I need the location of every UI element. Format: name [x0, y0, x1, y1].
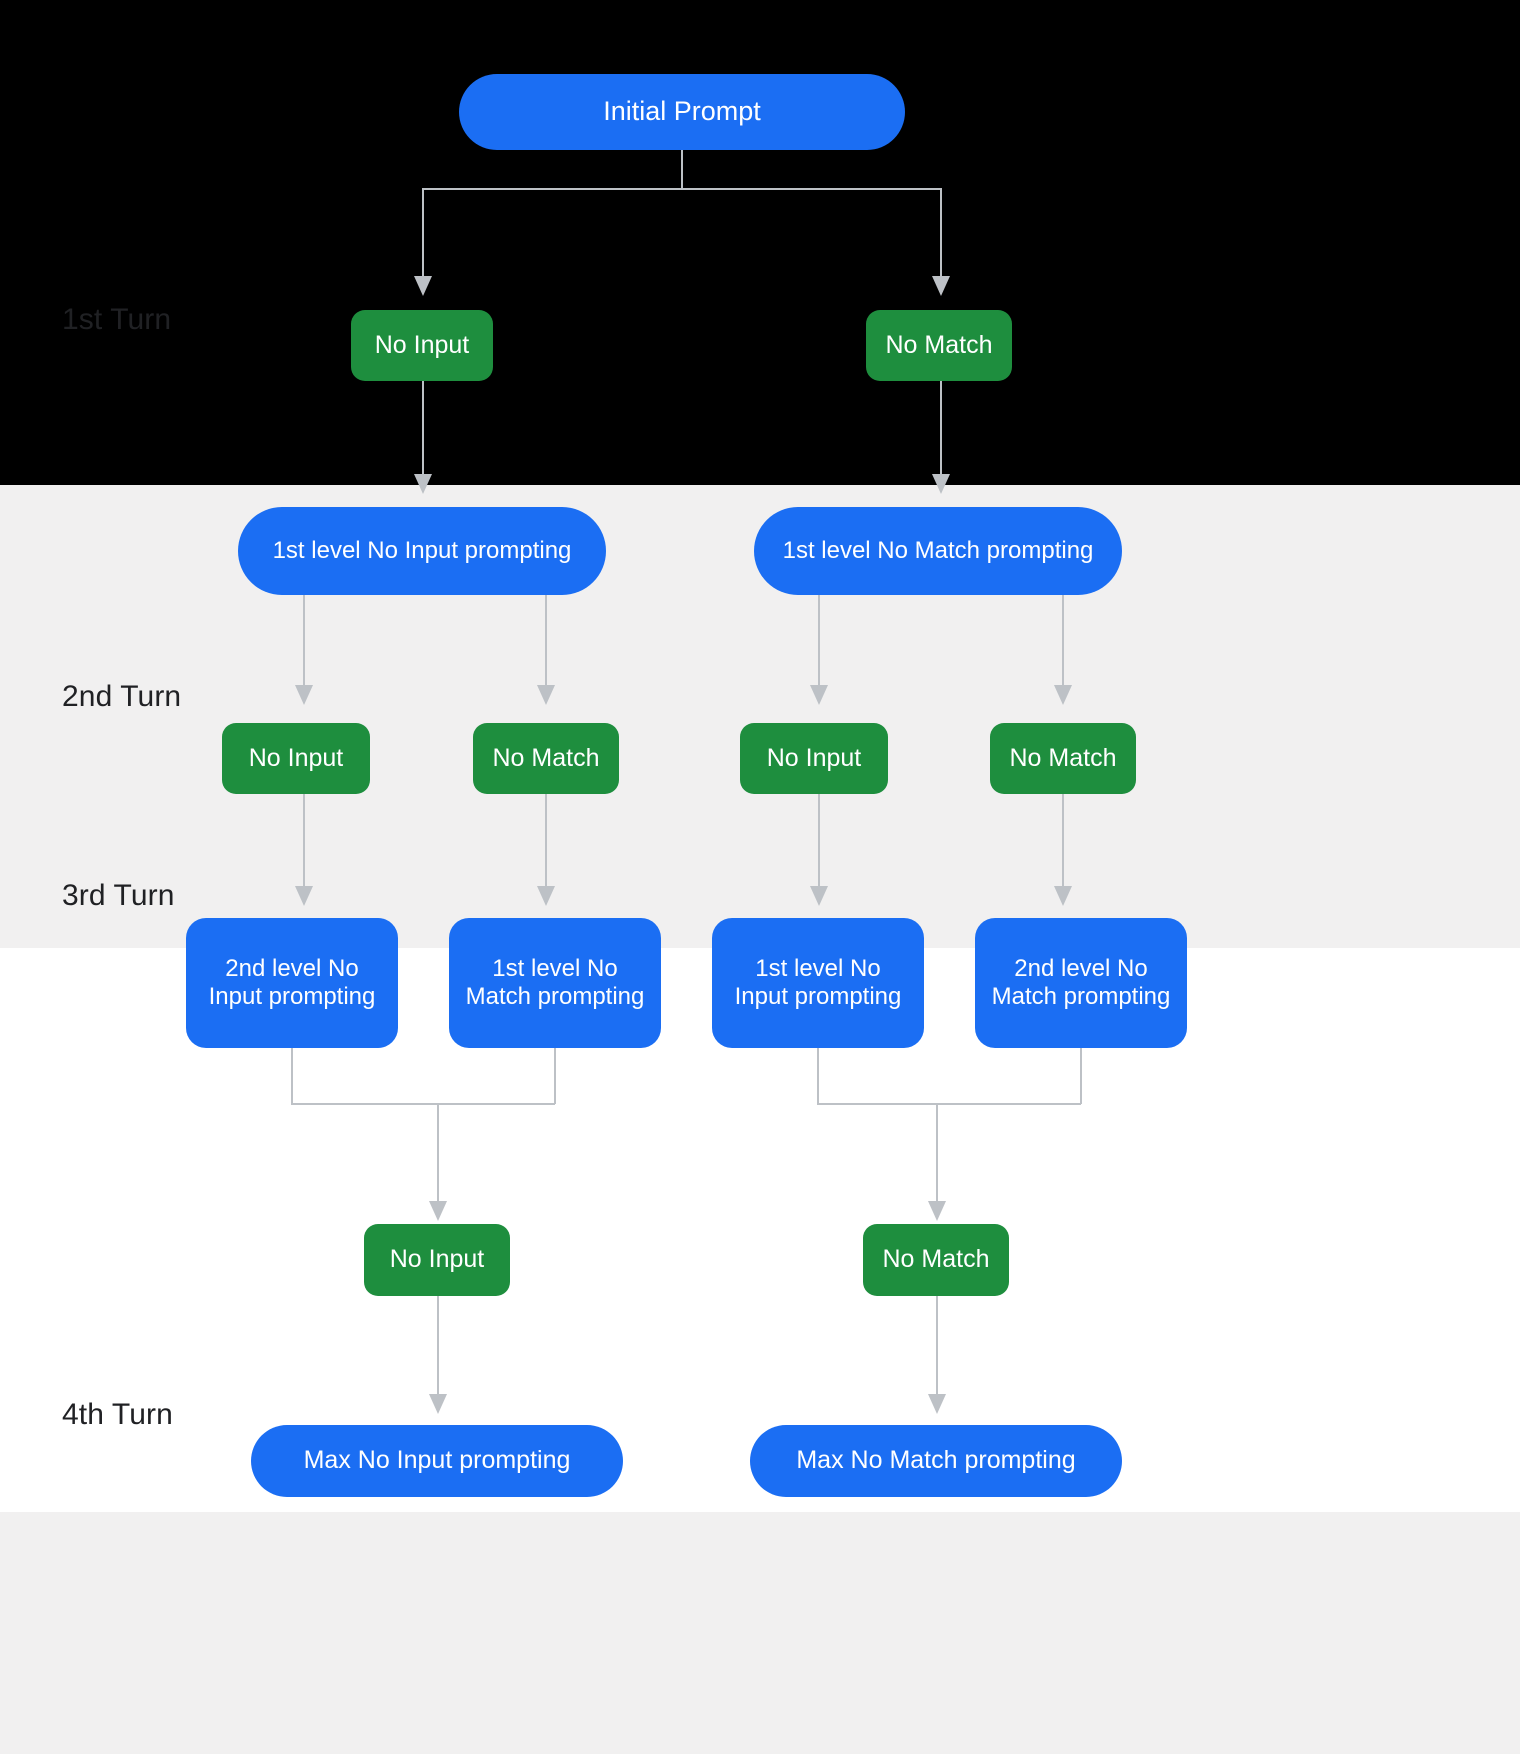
band-label-2nd-turn: 2nd Turn	[62, 680, 182, 713]
band-label-4th-turn: 4th Turn	[62, 1398, 173, 1431]
connector-t3-no-input-down	[437, 1296, 439, 1396]
node-t3-prompt-1st-no-match[interactable]: 1st level No Match prompting	[449, 918, 661, 1048]
connector-initial-bus	[422, 188, 942, 190]
node-t3-no-match[interactable]: No Match	[863, 1224, 1009, 1296]
node-t2-no-input-a[interactable]: No Input	[222, 723, 370, 794]
connector-merge-right-drop	[936, 1103, 938, 1203]
band-label-3rd-turn: 3rd Turn	[62, 879, 175, 912]
arrowhead-to-t2-no-input-b	[810, 685, 828, 705]
arrowhead-to-t2-no-match-b	[1054, 685, 1072, 705]
arrowhead-to-t3-prompt-2nd-no-input	[295, 886, 313, 906]
arrowhead-to-t4-max-no-input	[429, 1394, 447, 1414]
arrowhead-to-t2-no-match-a	[537, 685, 555, 705]
connector-t2l-right-drop	[545, 595, 547, 687]
arrowhead-to-t1-no-match	[932, 276, 950, 296]
node-t1-no-match[interactable]: No Match	[866, 310, 1012, 381]
connector-t2r-left-drop	[818, 595, 820, 687]
turn-band-4	[0, 1512, 1520, 1754]
connector-initial-right-drop	[940, 188, 942, 278]
node-t2-no-match-a[interactable]: No Match	[473, 723, 619, 794]
arrowhead-to-t2-prompt-no-match	[932, 474, 950, 494]
connector-merge-bus-left	[291, 1103, 555, 1105]
node-t3-prompt-1st-no-input[interactable]: 1st level No Input prompting	[712, 918, 924, 1048]
arrowhead-to-t1-no-input	[414, 276, 432, 296]
node-initial-prompt[interactable]: Initial Prompt	[459, 74, 905, 150]
connector-initial-stem	[681, 150, 683, 189]
arrowhead-to-t3-no-match	[928, 1201, 946, 1221]
connector-initial-left-drop	[422, 188, 424, 278]
arrowhead-to-t3-prompt-1st-no-input	[810, 886, 828, 906]
arrowhead-to-t3-no-input	[429, 1201, 447, 1221]
connector-t3-d-stem	[1080, 1048, 1082, 1104]
node-t4-max-no-input[interactable]: Max No Input prompting	[251, 1425, 623, 1497]
connector-t3-no-match-down	[936, 1296, 938, 1396]
node-t2-prompt-no-input[interactable]: 1st level No Input prompting	[238, 507, 606, 595]
connector-t2-no-input-a-down	[303, 794, 305, 888]
connector-t2l-left-drop	[303, 595, 305, 687]
connector-merge-bus-right	[817, 1103, 1081, 1105]
arrowhead-to-t3-prompt-1st-no-match	[537, 886, 555, 906]
connector-t1-no-match-down	[940, 381, 942, 476]
arrowhead-to-t3-prompt-2nd-no-match	[1054, 886, 1072, 906]
connector-t2-no-match-a-down	[545, 794, 547, 888]
node-t2-prompt-no-match[interactable]: 1st level No Match prompting	[754, 507, 1122, 595]
node-t3-prompt-2nd-no-match[interactable]: 2nd level No Match prompting	[975, 918, 1187, 1048]
arrowhead-to-t2-no-input-a	[295, 685, 313, 705]
arrowhead-to-t4-max-no-match	[928, 1394, 946, 1414]
turn-band-1	[0, 0, 1520, 485]
band-label-1st-turn: 1st Turn	[62, 303, 172, 336]
connector-t3-a-stem	[291, 1048, 293, 1104]
node-t2-no-input-b[interactable]: No Input	[740, 723, 888, 794]
connector-t2r-right-drop	[1062, 595, 1064, 687]
connector-t3-b-stem	[554, 1048, 556, 1104]
node-t4-max-no-match[interactable]: Max No Match prompting	[750, 1425, 1122, 1497]
node-t2-no-match-b[interactable]: No Match	[990, 723, 1136, 794]
connector-t2-no-input-b-down	[818, 794, 820, 888]
connector-t1-no-input-down	[422, 381, 424, 476]
connector-t2-no-match-b-down	[1062, 794, 1064, 888]
node-t3-prompt-2nd-no-input[interactable]: 2nd level No Input prompting	[186, 918, 398, 1048]
node-t3-no-input[interactable]: No Input	[364, 1224, 510, 1296]
node-t1-no-input[interactable]: No Input	[351, 310, 493, 381]
arrowhead-to-t2-prompt-no-input	[414, 474, 432, 494]
connector-merge-left-drop	[437, 1103, 439, 1203]
connector-t3-c-stem	[817, 1048, 819, 1104]
